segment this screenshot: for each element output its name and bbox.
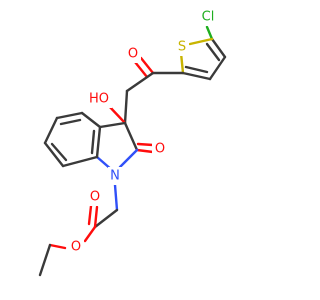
atom-labels: Cl S O HO O N O O (69, 8, 220, 256)
bond-c6-c7 (43, 141, 65, 168)
bond-c5-c6 (43, 116, 59, 145)
bond-cester-o (83, 225, 97, 243)
bond-c5-c4 (210, 37, 227, 59)
atom-n: N (110, 169, 120, 184)
label-bg-o-ester-carbonyl (88, 188, 103, 206)
bond-lactam-o (135, 148, 155, 154)
bond-cl-c5 (205, 25, 214, 41)
label-bg-cl (196, 8, 220, 26)
atom-o-ketone: O (128, 47, 138, 62)
atom-o-ester-carbonyl: O (90, 190, 100, 205)
label-bg-o-ester (69, 238, 84, 256)
atom-o-lactam: O (155, 142, 165, 157)
bond-c3-c2lactam (123, 121, 139, 152)
bond-cester-o-double-a (93, 205, 99, 229)
bond-cketone-ch2 (125, 71, 155, 93)
bond-c2-s (179, 51, 185, 75)
atom-cl: Cl (202, 10, 215, 25)
atom-ho: HO (89, 92, 109, 107)
label-bg-o-ketone (126, 45, 141, 63)
bond-c3a-c7a (95, 125, 102, 159)
bond-cester-o-double-b (87, 204, 93, 226)
bond-c4-c5-inner (59, 118, 82, 126)
bond-c3a-c4 (80, 111, 102, 129)
bond-ch2-cester (93, 208, 119, 229)
bond-c4-c3 (208, 55, 227, 81)
bonds (38, 25, 227, 277)
label-bg-n (108, 167, 123, 185)
atom-s: S (178, 40, 186, 55)
bond-c3-c2 (181, 71, 212, 81)
bond-c2lactam-n (118, 148, 139, 169)
bond-ch2-c3 (123, 89, 129, 125)
bond-c4-c5 (55, 111, 84, 120)
bond-lactam-o-double (136, 142, 155, 147)
bond-ketone-o (139, 56, 155, 75)
bond-c3a-c7a-inner (90, 129, 96, 155)
molecule-diagram: Cl S O HO O N O O (38, 8, 227, 277)
label-bg-ho (86, 90, 112, 108)
bond-n-ch2 (113, 183, 119, 212)
bond-ethyl (38, 243, 52, 277)
bond-o-ch2ethyl (48, 243, 67, 250)
label-bg-s (175, 38, 189, 56)
bond-c7-c7a (61, 155, 99, 168)
atom-o-ester: O (71, 240, 81, 255)
bond-s-c5 (188, 37, 214, 46)
bond-c6-c7-inner (50, 142, 68, 162)
label-bg-o-lactam (152, 140, 167, 158)
bond-c5-c4-double (205, 42, 221, 62)
bond-c3-c3a (98, 121, 127, 129)
bond-c3-c2-double (184, 65, 209, 74)
bond-ketone-o-double (133, 60, 149, 79)
